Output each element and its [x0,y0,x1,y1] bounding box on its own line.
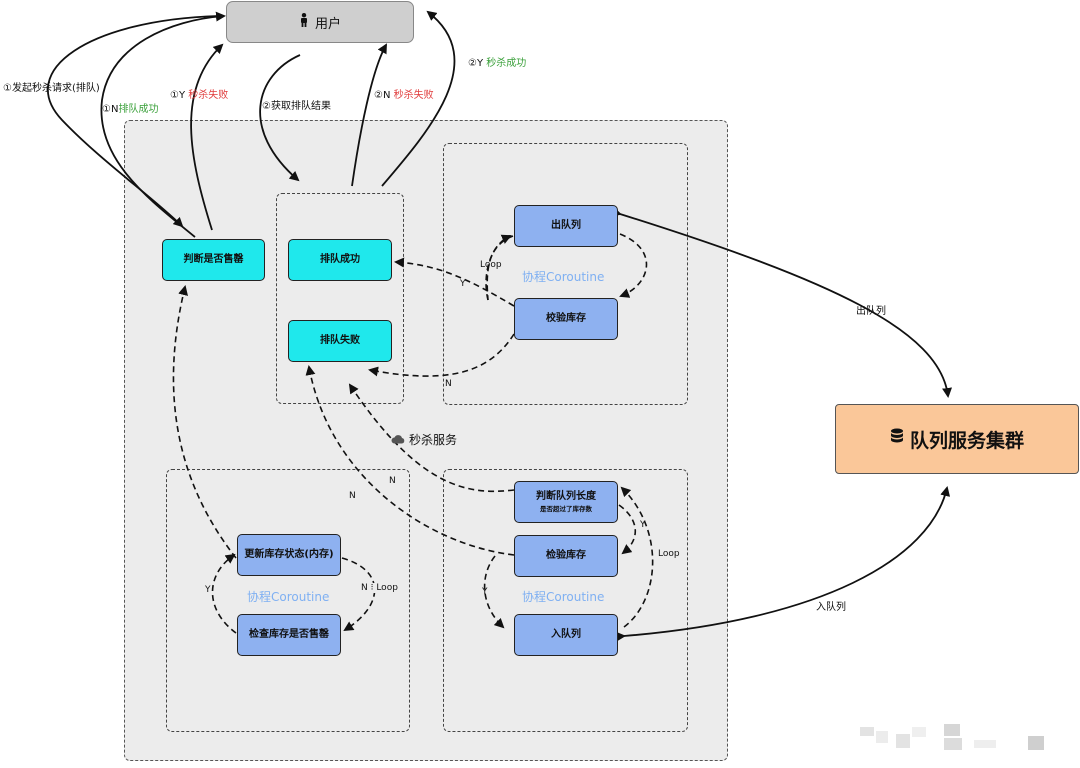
coroutine-label-update: 协程Coroutine [247,590,330,604]
watermark-block [974,740,996,748]
edge-label-n-loop-update: N ⁝ Loop [361,583,398,593]
cloud-icon [391,433,405,447]
edge-label-1y-text: 秒杀失败 [188,90,229,101]
edge-label-2y-prefix: ②Y [468,58,484,69]
node-label: 检查库存是否售罄 [249,628,329,640]
edge-label-1n-text: 排队成功 [118,104,159,115]
edge-label-y-enqueue-2: Y [482,587,488,597]
edge-label-n-loop-loop: Loop [376,583,398,593]
update-stock-coroutine-group [166,469,410,732]
queue-cluster-node: 队列服务集群 [835,404,1079,474]
coroutine-label-enqueue: 协程Coroutine [522,590,605,604]
dequeue-node: 出队列 [514,205,618,247]
update-stock-node: 更新库存状态(内存) [237,534,341,576]
edge-2n-fail [351,43,387,187]
watermark-block [1028,736,1044,750]
database-icon [890,428,904,450]
enqueue-node: 入队列 [514,614,618,656]
person-icon [299,13,309,31]
edge-label-2y: ②Y 秒杀成功 [468,54,526,69]
node-sublabel: 是否超过了库存数 [540,505,592,514]
edge-label-loop-top: Loop [480,260,502,270]
check-sold-out-node: 检查库存是否售罄 [237,614,341,656]
user-node: 用户 [226,1,414,43]
edge-label-enqueue: 入队列 [816,602,846,613]
verify-stock-node: 校验库存 [514,298,618,340]
edge-dequeue-cluster [610,206,952,398]
edge-get-result [259,54,301,182]
node-label: 判断是否售罄 [183,253,244,265]
edge-label-dequeue: 出队列 [856,306,886,317]
watermark-block [944,738,962,750]
queue-fail-node: 排队失败 [288,320,392,362]
node-label: 更新库存状态(内存) [244,548,334,560]
node-label: 入队列 [551,628,581,640]
edge-label-1y-prefix: ①Y [170,90,186,101]
node-label: 排队失败 [320,334,360,346]
edge-label-n-top: N [445,379,452,389]
edge-label-n-enqueue-1: N [389,476,396,486]
service-label: 秒杀服务 [391,431,457,448]
queue-success-node: 排队成功 [288,239,392,281]
judge-sold-out-node: 判断是否售罄 [162,239,265,281]
edge-label-1y: ①Y 秒杀失败 [170,86,228,101]
watermark-block [912,727,926,737]
edge-label-y-update: Y [205,585,211,595]
edge-2y-success [381,10,456,187]
coroutine-label-top: 协程Coroutine [522,270,605,284]
edge-n-queue-success [100,11,226,238]
judge-queue-length-node: 判断队列长度 是否超过了库存数 [514,481,618,523]
user-label: 用户 [314,16,341,32]
edge-label-request: ①发起秒杀请求(排队) [3,83,100,94]
edge-label-loop-enqueue: Loop [658,549,680,559]
node-label: 校验库存 [546,312,586,324]
edge-label-1n-prefix: ①N [102,104,119,115]
edge-label-2n-prefix: ②N [374,90,391,101]
queue-result-group [276,193,404,404]
edge-y-fail [190,43,224,231]
edge-label-y-top: Y [460,279,466,289]
cluster-label: 队列服务集群 [909,429,1024,452]
watermark-block [896,734,910,748]
edge-label-y-enqueue-1: Y [640,520,646,530]
node-label: 判断队列长度 [536,490,596,502]
watermark-block [860,727,874,736]
edge-label-2n: ②N 秒杀失败 [374,86,434,101]
watermark-block [944,724,960,736]
edge-label-n-enqueue-2: N [349,491,356,501]
watermark-block [876,731,888,743]
edge-label-n-loop-n: N [361,583,368,593]
edge-label-get-result: ②获取排队结果 [262,101,331,112]
service-label-text: 秒杀服务 [409,433,458,447]
edge-label-1n: ①N排队成功 [102,100,158,115]
node-label: 出队列 [551,219,581,231]
check-stock-node: 检验库存 [514,535,618,577]
edge-enqueue-cluster [615,486,951,642]
node-label: 排队成功 [320,253,360,265]
edge-label-2y-text: 秒杀成功 [486,58,527,69]
node-label: 检验库存 [546,549,586,561]
edge-label-2n-text: 秒杀失败 [393,90,434,101]
